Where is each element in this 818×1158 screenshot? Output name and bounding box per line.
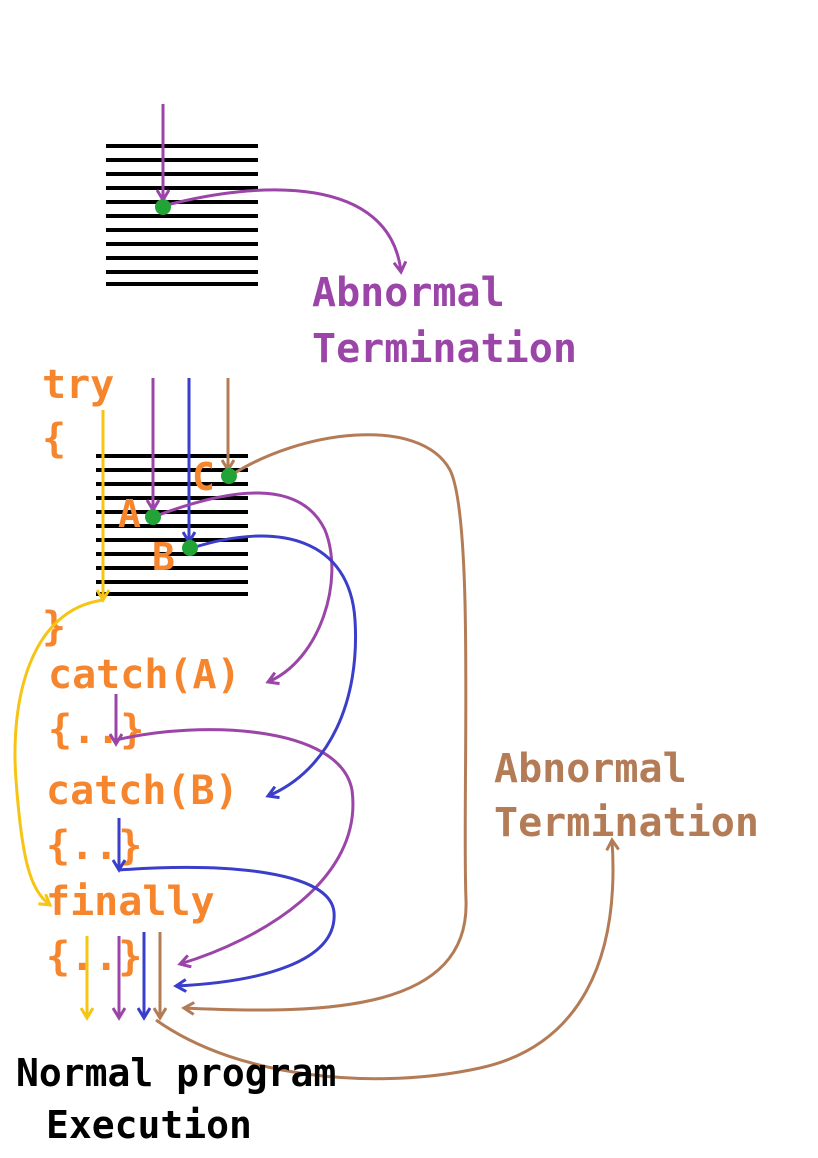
point-c-label: C	[192, 455, 215, 499]
point-b-label: B	[152, 535, 175, 579]
finally-body: {..}	[46, 934, 142, 980]
try-keyword: try	[42, 362, 114, 408]
blue-to-finally-arrow	[118, 865, 336, 986]
try-close-brace: }	[42, 604, 66, 650]
catch-a-label: catch(A)	[48, 652, 241, 698]
try-open-brace: {	[42, 416, 66, 462]
catch-b-body: {..}	[46, 823, 142, 869]
exception-point-c	[221, 468, 237, 484]
exception-point-b	[182, 540, 198, 556]
plain-code-block	[106, 144, 258, 286]
finally-label: finally	[46, 879, 215, 925]
yellow-skip-catch-arrow	[13, 598, 104, 905]
brown-abnormal-arrow	[155, 840, 613, 1081]
normal-execution-line1: Normal program	[16, 1051, 336, 1095]
try-code-block	[96, 454, 248, 596]
brown-to-finally-arrow	[184, 433, 468, 1010]
exception-point-a	[145, 509, 161, 525]
catch-b-label: catch(B)	[46, 768, 239, 814]
purple-to-finally-arrow	[115, 728, 355, 964]
point-a-label: A	[118, 492, 141, 536]
catch-a-body: {..}	[48, 707, 144, 753]
blue-to-catch-b-arrow	[191, 534, 358, 796]
abnormal-termination-top-line2: Termination	[312, 326, 577, 372]
purple-to-catch-a-arrow	[155, 491, 334, 682]
top-exception-point	[155, 199, 171, 215]
abnormal-termination-right-line1: Abnormal	[494, 746, 687, 792]
top-abnormal-arrow	[162, 188, 401, 272]
abnormal-termination-top-line1: Abnormal	[312, 270, 505, 316]
normal-execution-line2: Execution	[46, 1103, 252, 1147]
abnormal-termination-right-line2: Termination	[494, 800, 759, 846]
